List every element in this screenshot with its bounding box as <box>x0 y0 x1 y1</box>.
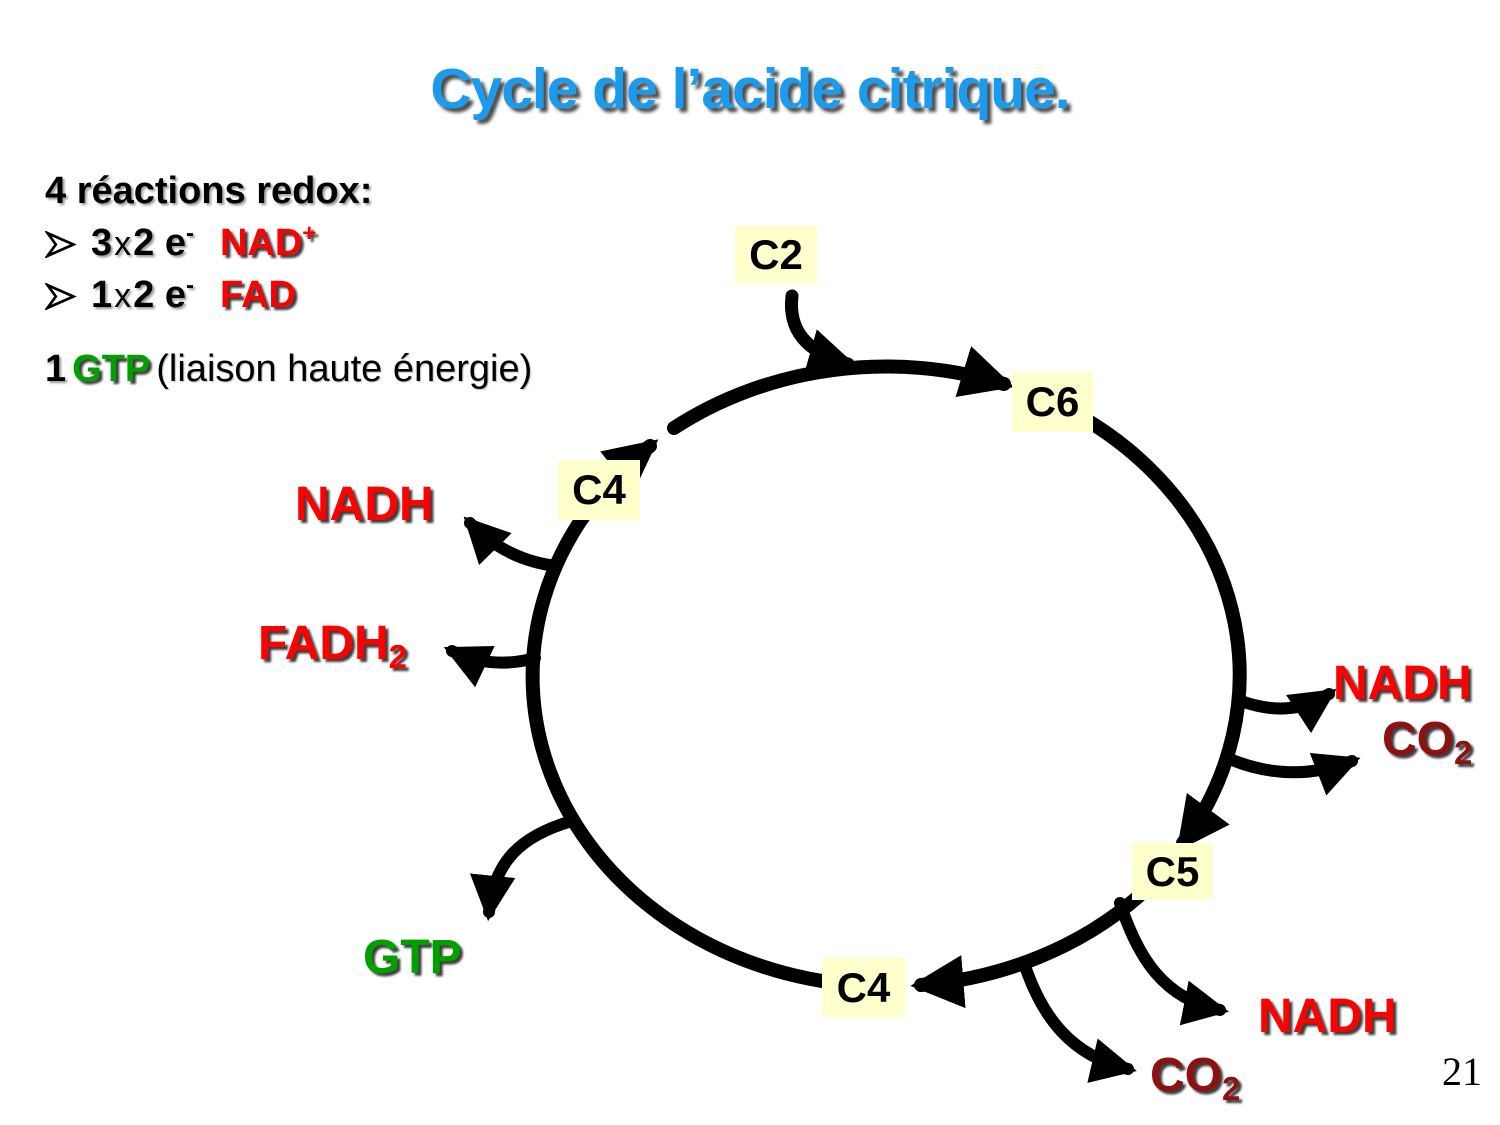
label-text: CO <box>1382 713 1454 766</box>
redox-bullet-nad: 3x2 e-NAD+ <box>43 220 317 265</box>
carrier-fad: FAD <box>220 274 296 316</box>
carrier-nad: NAD+ <box>219 220 317 265</box>
label-co2-right: CO2 <box>1382 713 1473 771</box>
bullet-times: x <box>114 225 132 263</box>
bullet-factor: 3 <box>91 222 113 264</box>
arrow-bullet-icon <box>43 229 77 260</box>
bullet-times: x <box>114 277 132 315</box>
arrow-to-co2-bottom <box>1018 957 1137 1083</box>
gtp-note: (liaison haute énergie) <box>156 348 533 390</box>
label-nadh-bottom-right: NADH <box>1258 993 1397 1046</box>
node-c4-bottom: C4 <box>822 958 905 1017</box>
label-sub: 2 <box>1454 734 1473 771</box>
label-sub: 2 <box>1222 1070 1241 1107</box>
arrow-to-nadh-left <box>463 516 562 572</box>
label-text: NADH <box>1258 990 1397 1043</box>
node-c5: C5 <box>1132 843 1213 900</box>
arrow-to-gtp <box>469 815 578 922</box>
label-nadh-right: NADH <box>1333 660 1472 713</box>
cycle-arc-c4-to-top <box>525 439 862 992</box>
redox-heading: 4 réactions redox: <box>45 170 373 212</box>
label-nadh-left: NADH <box>295 481 434 534</box>
arrow-to-nadh-bottom <box>1114 897 1229 1026</box>
label-text: NADH <box>295 478 434 531</box>
label-text: NADH <box>1333 657 1472 710</box>
label-sub: 2 <box>388 638 408 675</box>
page-number: 21 <box>1442 1049 1482 1094</box>
page-title: Cycle de l’acide citrique. <box>430 57 1070 121</box>
cycle-arc-c6-to-c5 <box>1071 408 1247 852</box>
label-text: GTP <box>363 931 462 984</box>
cycle-arc-top-to-c6 <box>667 346 1015 435</box>
arrow-c2-entry <box>784 289 858 377</box>
label-text: FADH <box>258 617 389 670</box>
arrow-to-co2-right <box>1226 752 1361 796</box>
gtp-count: 1 <box>45 348 67 390</box>
carrier-nad-text: NAD <box>219 222 303 264</box>
node-c4-left: C4 <box>558 460 640 520</box>
node-c6: C6 <box>1012 372 1093 432</box>
redox-bullet-fad: 1x2 e-FAD <box>43 272 296 317</box>
gtp-molecule: GTP <box>72 348 151 390</box>
carrier-nad-sup: + <box>302 220 317 247</box>
label-co2-bottom: CO2 <box>1150 1049 1241 1107</box>
bullet-factor: 1 <box>91 274 113 316</box>
carrier-fad-text: FAD <box>219 274 296 316</box>
bullet-amount-sup: - <box>185 272 194 299</box>
bullet-amount: 2 e <box>133 274 186 316</box>
cycle-arc-c5-to-c4 <box>910 889 1146 1009</box>
label-fadh2: FADH2 <box>258 617 408 675</box>
arrow-bullet-icon <box>43 281 77 312</box>
node-c2: C2 <box>735 226 817 284</box>
bullet-amount: 2 e <box>133 222 186 264</box>
arrow-to-nadh-right <box>1235 688 1337 734</box>
bullet-amount-sup: - <box>185 220 194 247</box>
label-text: CO <box>1150 1049 1222 1102</box>
arrow-to-fadh2 <box>443 645 541 688</box>
label-gtp: GTP <box>363 934 462 987</box>
